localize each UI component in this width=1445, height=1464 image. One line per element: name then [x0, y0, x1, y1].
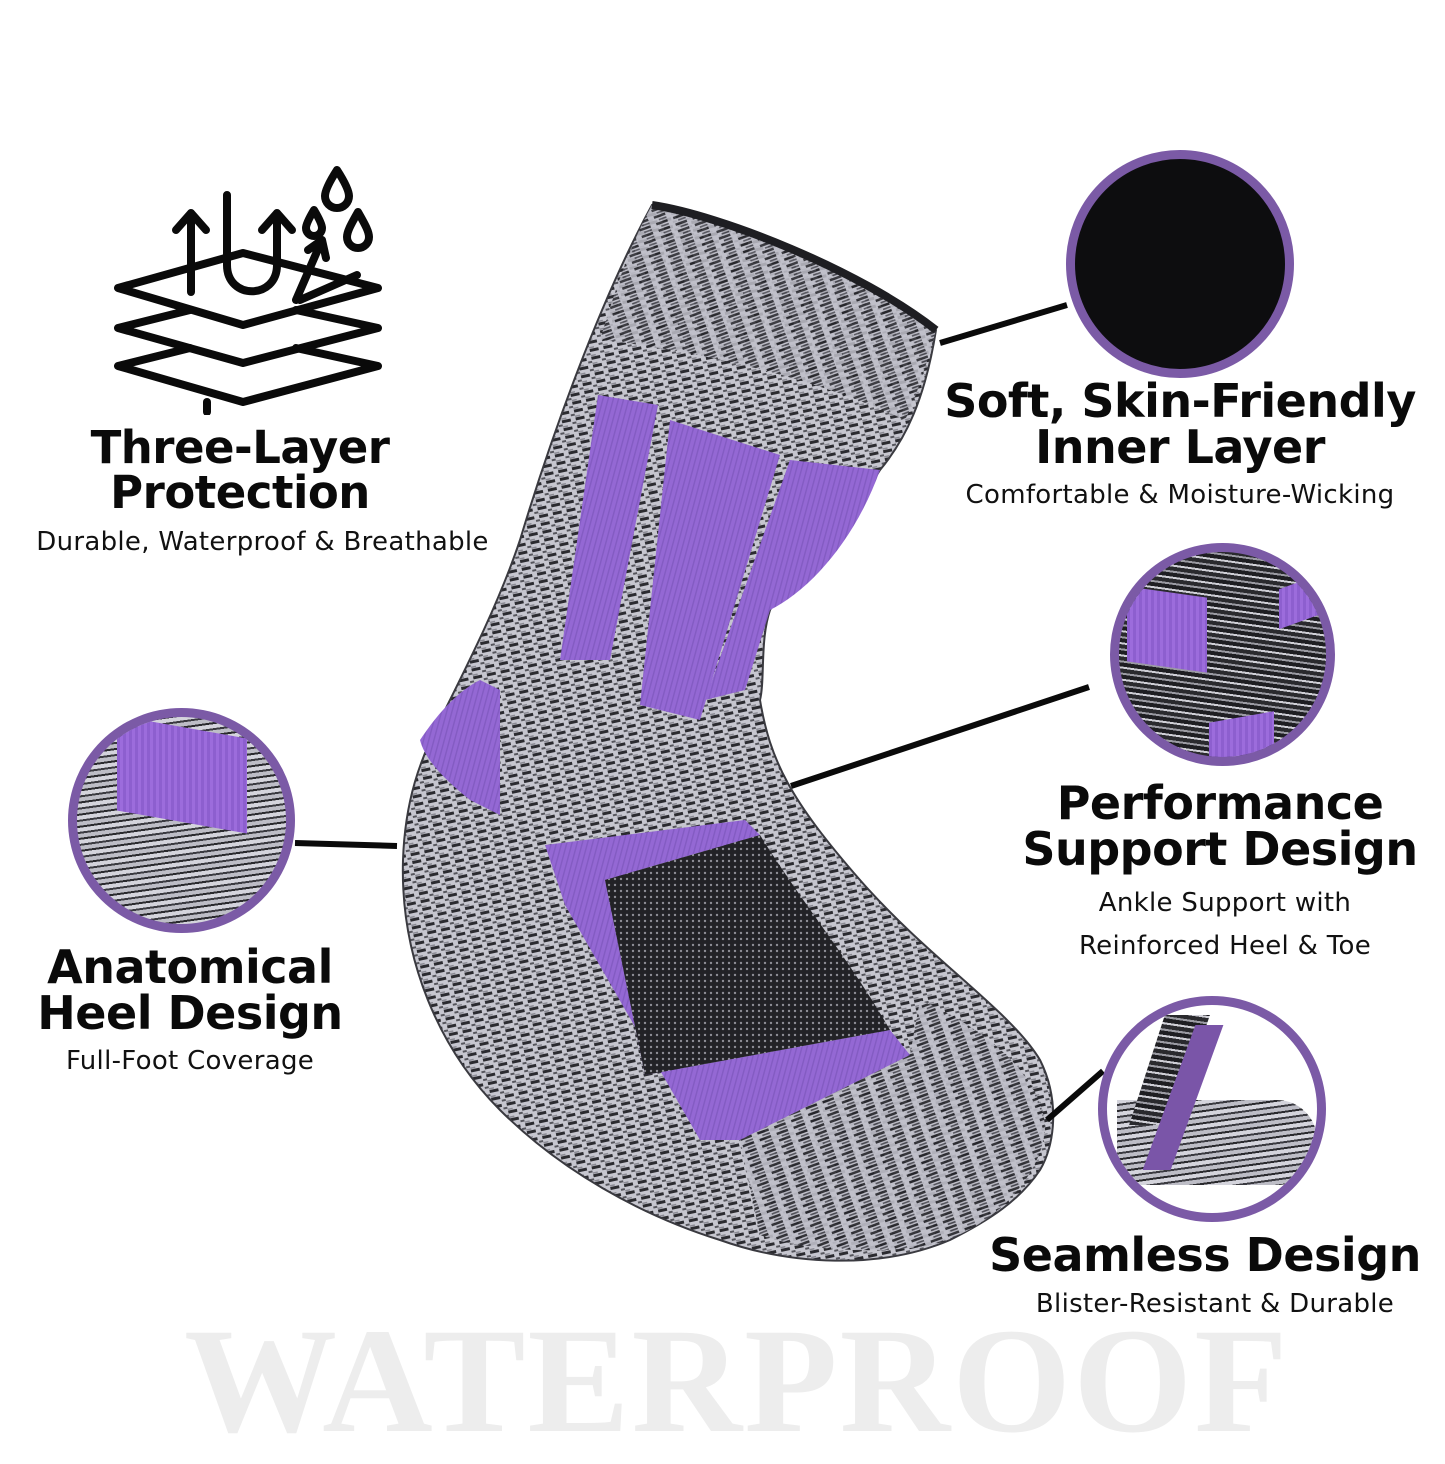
feature-title-three-layer: Three-Layer Protection — [90, 421, 390, 519]
feature-title-heel: Anatomical Heel Design — [37, 940, 343, 1040]
leader-line-seamless — [1045, 1068, 1105, 1123]
feature-subtitle-heel: Full-Foot Coverage — [65, 1046, 315, 1076]
leader-line-performance — [790, 684, 1090, 789]
three-layer-waterproof-icon — [110, 150, 395, 415]
ankle-closeup-image — [1110, 543, 1335, 766]
leader-line-inner-layer — [939, 302, 1068, 346]
feature-subtitle-inner-layer: Comfortable & Moisture-Wicking — [965, 480, 1395, 510]
feature-title-seamless: Seamless Design — [989, 1228, 1421, 1282]
feature-title-inner-layer: Soft, Skin-Friendly Inner Layer — [944, 374, 1416, 474]
feature-subtitle-performance: Ankle Support with Reinforced Heel & Toe — [1078, 888, 1372, 961]
leader-line-heel — [294, 840, 398, 849]
feature-title-performance: Performance Support Design — [1022, 776, 1418, 876]
feature-subtitle-seamless: Blister-Resistant & Durable — [1035, 1289, 1395, 1319]
toe-closeup-image — [1098, 996, 1326, 1222]
feature-subtitle-three-layer: Durable, Waterproof & Breathable — [36, 527, 489, 557]
leader-lines — [294, 302, 1105, 1123]
inner-layer-closeup-image — [1066, 150, 1294, 378]
heel-closeup-image — [68, 708, 295, 933]
waterproof-watermark: WATERPROOF — [184, 1298, 1290, 1464]
sock-image — [401, 201, 1055, 1262]
